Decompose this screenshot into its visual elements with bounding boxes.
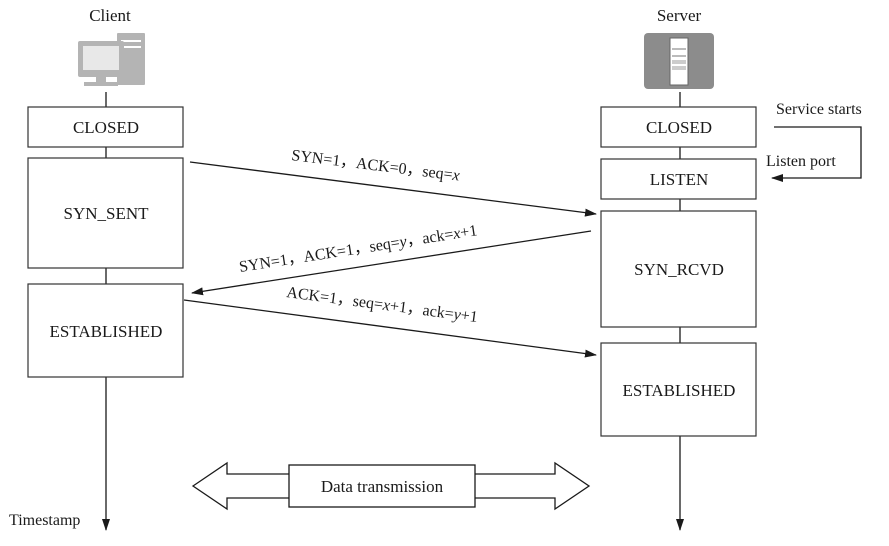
message-0-part-3: x: [451, 167, 461, 185]
ack-arrow: [183, 299, 597, 358]
server-state-established: ESTABLISHED: [600, 342, 757, 437]
client-state-closed: CLOSED: [27, 106, 184, 148]
server-state-listen-label: LISTEN: [650, 170, 709, 189]
server-state-closed: CLOSED: [600, 106, 757, 148]
data-transmission-arrow: Data transmission: [191, 461, 591, 511]
message-2-part-4: ack=: [422, 302, 455, 323]
ack-message-label: ACK=1，seq=x+1，ack=y+1: [285, 284, 478, 326]
message-1-part-4: ，: [405, 231, 423, 250]
server-state-established-label: ESTABLISHED: [623, 381, 736, 400]
listen-port-label: Listen port: [766, 153, 836, 170]
message-1-part-7: +1: [459, 222, 478, 241]
message-2-part-3: +1，: [389, 298, 424, 319]
computer-icon: [78, 33, 145, 86]
syn-ack-message-label: SYN=1，ACK=1，seq=y，ack=x+1: [238, 222, 478, 276]
service-start-arrow: [771, 126, 862, 182]
message-1-part-0: SYN=1，: [238, 249, 305, 276]
client-title: Client: [89, 6, 131, 25]
message-2-part-6: +1: [460, 307, 479, 326]
server-icon: [644, 33, 714, 89]
syn-ack-arrow: [191, 230, 592, 296]
client-state-syn-sent: SYN_SENT: [27, 157, 184, 269]
message-0-part-1: ACK=0，: [355, 155, 423, 180]
message-0-part-0: SYN=1，: [291, 147, 358, 172]
server-state-listen: LISTEN: [600, 158, 757, 200]
message-2-part-5: y: [451, 306, 463, 324]
data-transmission-label: Data transmission: [321, 477, 444, 496]
message-2-part-0: ACK=1，: [285, 284, 353, 310]
server-state-syn-rcvd-label: SYN_RCVD: [634, 260, 724, 279]
server-state-syn-rcvd: SYN_RCVD: [600, 210, 757, 328]
message-1-part-3: y: [396, 233, 408, 251]
client-state-closed-label: CLOSED: [73, 118, 139, 137]
message-1-part-2: seq=: [368, 234, 401, 255]
client-state-syn-sent-label: SYN_SENT: [63, 204, 149, 223]
timestamp-label: Timestamp: [9, 512, 80, 529]
syn-message-label: SYN=1，ACK=0，seq=x: [291, 147, 461, 185]
server-state-closed-label: CLOSED: [646, 118, 712, 137]
message-0-part-2: seq=: [421, 163, 453, 184]
client-state-established-label: ESTABLISHED: [50, 322, 163, 341]
service-starts-label: Service starts: [776, 101, 862, 118]
message-2-part-2: x: [381, 297, 391, 315]
syn-arrow: [189, 161, 597, 217]
server-title: Server: [657, 6, 702, 25]
message-1-part-6: x: [451, 225, 462, 243]
message-1-part-1: ACK=1，: [302, 239, 371, 266]
message-1-part-5: ack=: [421, 226, 454, 248]
message-2-part-1: seq=: [352, 293, 384, 314]
client-state-established: ESTABLISHED: [27, 283, 184, 378]
